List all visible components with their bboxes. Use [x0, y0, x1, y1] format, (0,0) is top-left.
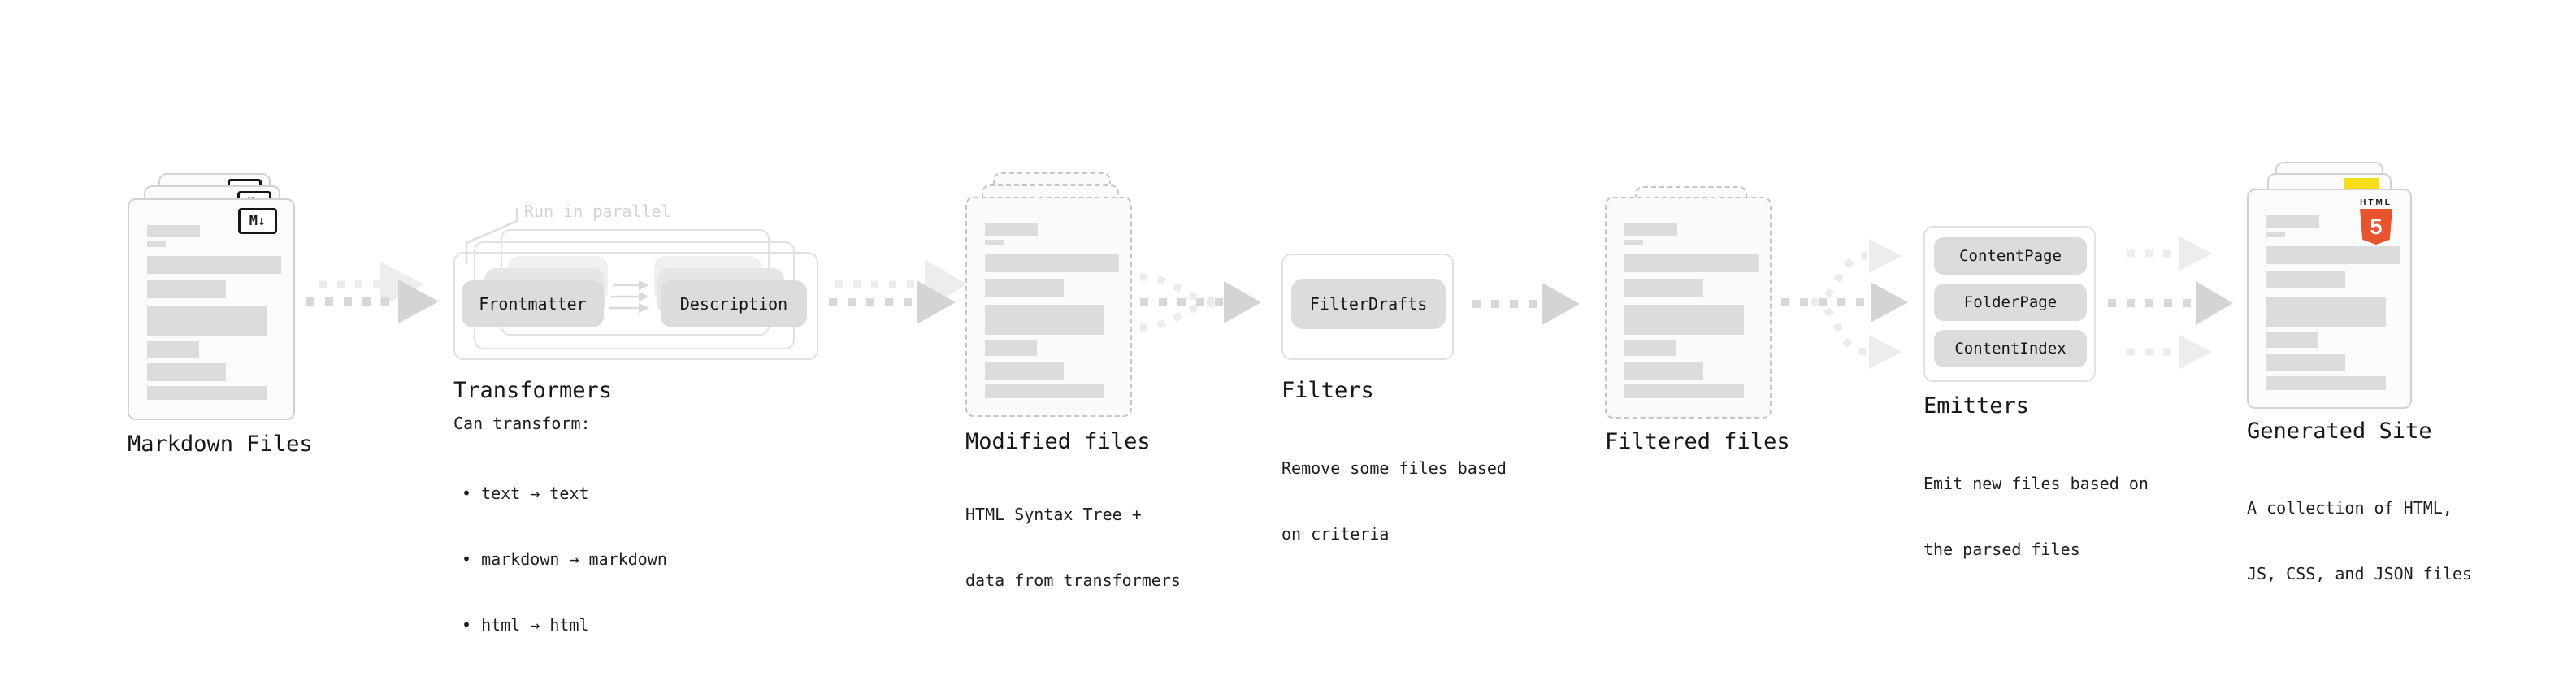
modified-files-label: Modified files — [965, 429, 1151, 454]
document-text-placeholder-lines — [985, 223, 1119, 398]
arrow-filtered-to-emitters-split — [1781, 239, 1908, 369]
placeholder-line — [2266, 215, 2319, 228]
html5-icon: HTML 5 — [2357, 198, 2396, 245]
document-text-placeholder-lines — [2266, 215, 2400, 390]
placeholder-line — [1624, 340, 1676, 356]
generated-site-caption: A collection of HTML, JS, CSS, and JSON … — [2247, 453, 2472, 629]
placeholder-line — [2266, 232, 2285, 237]
arrow-emitters-to-generated — [2108, 236, 2233, 369]
placeholder-line — [1624, 223, 1677, 236]
caption-line: the parsed files — [1923, 540, 2080, 559]
transformer-instance-front — [453, 252, 818, 360]
caption-line: Remove some files based — [1281, 458, 1507, 478]
placeholder-line — [2266, 271, 2345, 288]
bullet-item: • html → html — [462, 615, 589, 635]
placeholder-line — [1624, 279, 1703, 297]
placeholder-line — [147, 241, 166, 247]
placeholder-line — [985, 362, 1064, 380]
folderpage-pill: FolderPage — [1934, 284, 2087, 321]
placeholder-line — [147, 256, 281, 274]
placeholder-line — [147, 341, 199, 358]
arrow-filters-to-filtered — [1472, 283, 1580, 325]
caption-line: A collection of HTML, — [2247, 498, 2452, 518]
placeholder-line — [1624, 305, 1744, 335]
filters-label: Filters — [1281, 378, 1374, 403]
caption-line: data from transformers — [965, 570, 1181, 590]
generated-site-label: Generated Site — [2247, 419, 2432, 444]
html5-icon-title: HTML — [2360, 198, 2392, 207]
description-pill: Description — [661, 280, 807, 327]
placeholder-line — [147, 280, 226, 298]
markdown-file-card-front: M↓ — [128, 198, 295, 420]
filtered-files-label: Filtered files — [1605, 429, 1790, 454]
placeholder-line — [2266, 354, 2345, 371]
transformers-caption-title: Can transform: — [453, 414, 591, 433]
html5-icon-shield: 5 — [2360, 209, 2392, 245]
caption-line: on criteria — [1281, 524, 1390, 544]
markdown-files-label: Markdown Files — [128, 432, 313, 457]
placeholder-line — [2266, 246, 2400, 264]
caption-line: Emit new files based on — [1923, 474, 2149, 493]
placeholder-line — [147, 363, 226, 381]
document-text-placeholder-lines — [147, 225, 281, 400]
placeholder-line — [2266, 376, 2386, 390]
placeholder-line — [985, 305, 1104, 335]
placeholder-line — [1624, 362, 1703, 380]
placeholder-line — [147, 225, 200, 237]
modified-files-caption: HTML Syntax Tree + data from transformer… — [965, 460, 1181, 635]
placeholder-line — [985, 384, 1104, 398]
filtered-file-card-front — [1605, 197, 1772, 419]
contentpage-pill: ContentPage — [1934, 237, 2087, 275]
placeholder-line — [1624, 254, 1759, 272]
caption-line: HTML Syntax Tree + — [965, 505, 1142, 524]
placeholder-line — [1624, 240, 1643, 245]
transformers-bullet-list: • text → text • markdown → markdown • ht… — [462, 439, 667, 680]
arrow-transformers-to-modified — [829, 259, 967, 324]
placeholder-line — [985, 254, 1119, 272]
caption-line: JS, CSS, and JSON files — [2247, 564, 2472, 583]
placeholder-line — [985, 223, 1038, 236]
modified-file-card-front — [965, 197, 1132, 417]
contentindex-pill: ContentIndex — [1934, 330, 2087, 367]
filterdrafts-pill: FilterDrafts — [1291, 279, 1446, 329]
emitters-caption: Emit new files based on the parsed files — [1923, 429, 2149, 605]
filters-caption: Remove some files based on criteria — [1281, 414, 1507, 589]
document-text-placeholder-lines — [1624, 223, 1759, 398]
arrow-markdown-to-transformers — [306, 262, 439, 323]
placeholder-line — [1624, 384, 1744, 398]
placeholder-line — [147, 306, 267, 336]
placeholder-line — [2266, 297, 2386, 327]
frontmatter-pill: Frontmatter — [462, 280, 604, 327]
placeholder-line — [985, 240, 1004, 245]
bullet-item: • markdown → markdown — [462, 549, 667, 569]
arrow-modified-to-filters-merge — [1139, 273, 1261, 332]
placeholder-line — [985, 340, 1037, 356]
run-in-parallel-annotation: Run in parallel — [524, 202, 671, 221]
placeholder-line — [985, 279, 1064, 297]
placeholder-line — [2266, 332, 2318, 348]
emitters-label: Emitters — [1923, 393, 2030, 419]
placeholder-line — [147, 386, 267, 400]
generated-file-card-html: HTML 5 — [2247, 189, 2412, 409]
markdown-icon: M↓ — [238, 208, 277, 234]
transformers-label: Transformers — [453, 378, 613, 403]
bullet-item: • text → text — [462, 484, 589, 503]
